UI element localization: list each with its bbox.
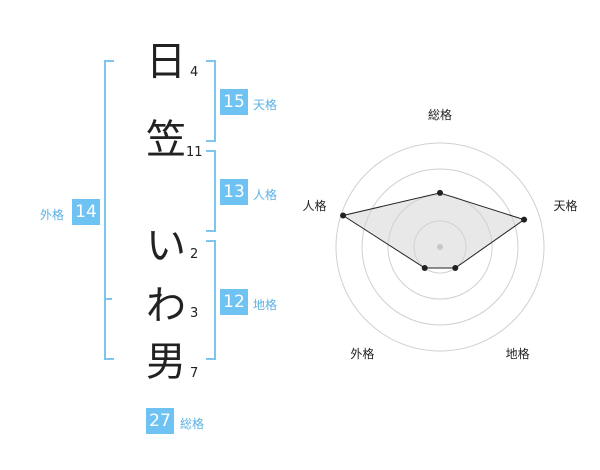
- gaikaku-label: 外格: [40, 208, 65, 222]
- stroke-count-5: 7: [190, 366, 199, 381]
- tenkaku-bracket: [206, 60, 216, 142]
- chikaku-score: 12: [220, 289, 248, 315]
- name-char-3: い: [146, 223, 186, 269]
- radar-axis-label-1: 総格: [428, 107, 452, 122]
- radar-point-5: [340, 212, 347, 219]
- name-char-5: 男: [146, 339, 186, 385]
- radar-area: [341, 192, 526, 269]
- radar-point-3: [452, 265, 459, 272]
- gaikaku-bracket: [104, 60, 114, 360]
- soukaku-score: 27: [146, 408, 174, 434]
- gaikaku-bracket-mid: [104, 298, 112, 300]
- radar-axis-label-3: 地格: [506, 346, 530, 361]
- radar-ring-3: [361, 168, 519, 326]
- name-char-4: わ: [146, 283, 186, 329]
- jinkaku-label: 人格: [253, 188, 278, 202]
- stroke-count-2: 11: [186, 145, 203, 160]
- name-char-1: 日: [146, 39, 186, 85]
- radar-point-1: [437, 189, 443, 196]
- stroke-count-1: 4: [190, 65, 199, 80]
- radar-axis-label-2: 天格: [554, 198, 578, 213]
- chikaku-label: 地格: [253, 298, 278, 312]
- stroke-count-3: 2: [190, 247, 199, 262]
- radar-point-2: [521, 216, 528, 223]
- radar-axis-label-4: 外格: [350, 346, 374, 361]
- soukaku-label: 総格: [180, 417, 205, 431]
- jinkaku-score: 13: [220, 179, 248, 205]
- radar-point-4: [421, 265, 428, 272]
- radar-ring-4: [335, 142, 545, 352]
- radar-axis-label-5: 人格: [302, 198, 326, 213]
- tenkaku-score: 15: [220, 89, 248, 115]
- name-char-2: 笠: [146, 117, 186, 163]
- radar-center: [437, 244, 443, 250]
- gaikaku-score: 14: [72, 199, 100, 225]
- chikaku-bracket: [206, 240, 216, 360]
- stroke-count-4: 3: [190, 306, 199, 321]
- jinkaku-bracket: [206, 150, 216, 232]
- tenkaku-label: 天格: [253, 98, 278, 112]
